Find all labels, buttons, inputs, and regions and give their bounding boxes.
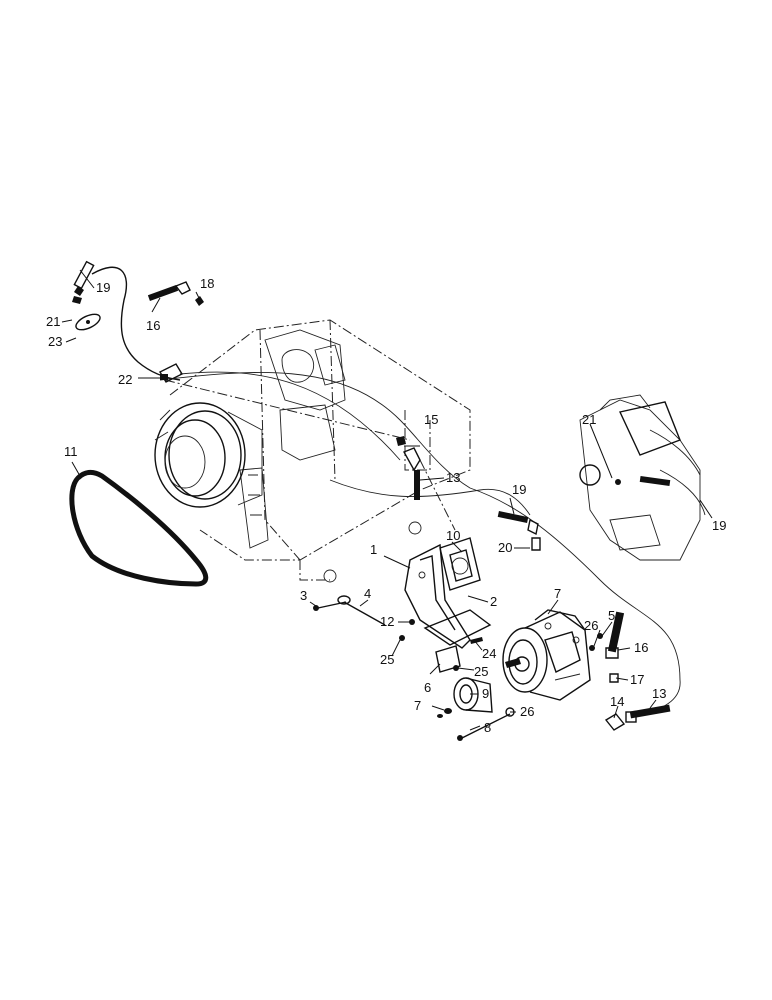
callout-26-lower: 26: [520, 704, 534, 719]
hose-routes: [91, 266, 681, 713]
drive-belt: [69, 469, 209, 587]
callout-21-inset: 21: [582, 412, 596, 427]
callout-18: 18: [200, 276, 214, 291]
inset-detail-view: [579, 394, 706, 561]
ac-compressor: [502, 609, 591, 701]
callout-24: 24: [482, 646, 496, 661]
crankshaft-pulley: [154, 402, 263, 508]
engine-block-outline: [169, 319, 471, 583]
callout-5: 5: [608, 608, 615, 623]
callout-25-left: 25: [380, 652, 394, 667]
hose-end-fittings: [72, 260, 204, 383]
callout-19-inset: 19: [712, 518, 726, 533]
callout-1: 1: [370, 542, 377, 557]
callout-23: 23: [48, 334, 62, 349]
callout-14: 14: [610, 694, 624, 709]
callout-7-nuts: 7: [414, 698, 421, 713]
tensioner-rod: [313, 595, 386, 626]
callout-19-mid: 19: [512, 482, 526, 497]
callout-4: 4: [364, 586, 371, 601]
callout-15: 15: [424, 412, 438, 427]
callout-11: 11: [64, 444, 78, 459]
callout-10: 10: [446, 528, 460, 543]
callout-6: 6: [424, 680, 431, 695]
callout-labels: 19 21 23 16 18 22 11 15 13 19 20 1 10 2 …: [46, 276, 726, 735]
callout-13-lower: 13: [652, 686, 666, 701]
callout-25-right: 25: [474, 664, 488, 679]
mounting-bracket: [404, 543, 492, 649]
callout-13-upper: 13: [446, 470, 460, 485]
callout-17: 17: [630, 672, 644, 687]
callout-21-left: 21: [46, 314, 60, 329]
callout-2: 2: [490, 594, 497, 609]
callout-16-upper: 16: [146, 318, 160, 333]
callout-9: 9: [482, 686, 489, 701]
callout-7-compressor: 7: [554, 586, 561, 601]
callout-16-right: 16: [634, 640, 648, 655]
callout-12: 12: [380, 614, 394, 629]
callout-3: 3: [300, 588, 307, 603]
gasket-plate: [439, 537, 481, 591]
callout-26-upper: 26: [584, 618, 598, 633]
callout-leaders: [61, 269, 713, 731]
hose-fittings-right: [396, 436, 671, 731]
callout-8: 8: [484, 720, 491, 735]
callout-22: 22: [118, 372, 132, 387]
callout-19-left: 19: [96, 280, 110, 295]
callout-20: 20: [498, 540, 512, 555]
